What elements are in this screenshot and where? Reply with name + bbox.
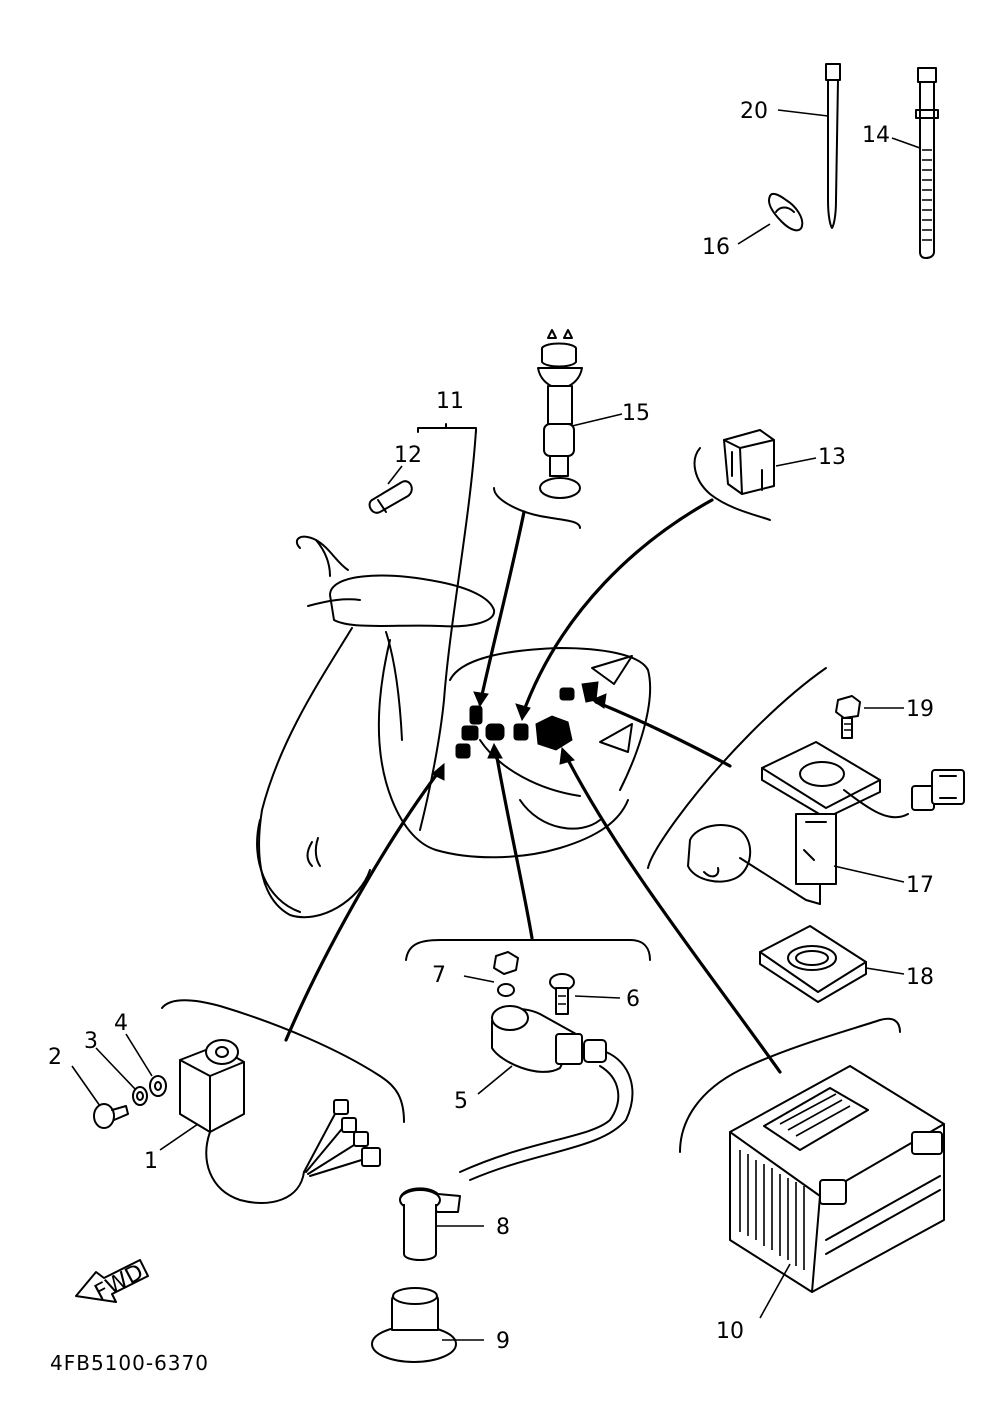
callout-12: 12 [394,443,422,468]
assembly-lines [284,429,782,1074]
callout-14: 14 [862,123,890,148]
part-10-battery [729,1065,945,1293]
callout-16: 16 [702,235,730,260]
part-9-boot [371,1287,457,1363]
part-2-screw [93,1103,129,1129]
callout-20: 20 [740,99,768,124]
callout-7: 7 [432,963,446,988]
callout-6: 6 [626,987,640,1012]
fwd-arrow: FWD [75,1259,149,1306]
callout-8: 8 [496,1215,510,1240]
callout-11: 11 [436,389,464,414]
part-19-bolt [835,695,861,739]
cable-tie-20 [825,63,841,229]
callout-13: 13 [818,445,846,470]
callout-17: 17 [906,873,934,898]
cable-tie-14 [915,67,939,259]
part-13-relay [723,429,775,495]
part-15-sensor [537,329,583,499]
part-4-washer [149,1075,167,1097]
fwd-label: FWD [91,1260,148,1306]
callout-19: 19 [906,697,934,722]
part-6-bolt [549,973,575,1015]
callout-4: 4 [114,1011,128,1036]
part-8-plug-cap [399,1187,461,1261]
group-brackets [161,423,901,1153]
callout-15: 15 [622,401,650,426]
callout-9: 9 [496,1329,510,1354]
part-3-spring-washer [132,1086,148,1106]
scooter-outline [256,535,652,919]
part-17-fuel-sender [687,741,965,905]
callout-18: 18 [906,965,934,990]
callout-10: 10 [716,1319,744,1344]
callout-3: 3 [84,1029,98,1054]
part-7-nut [493,951,519,997]
part-12-fuse [368,480,413,514]
callout-labels: 20 14 16 11 15 12 13 19 17 18 7 6 4 3 2 … [48,99,934,1354]
part-1-cdi-unit [179,1039,381,1204]
clamp-16 [768,192,804,232]
part-5-ignition-coil [459,1005,634,1181]
part-code: 4FB5100-6370 [50,1351,209,1375]
part-18-gasket [759,925,867,1003]
callout-1: 1 [144,1149,158,1174]
callout-5: 5 [454,1089,468,1114]
callout-2: 2 [48,1045,62,1070]
label-leaders [71,109,921,1341]
